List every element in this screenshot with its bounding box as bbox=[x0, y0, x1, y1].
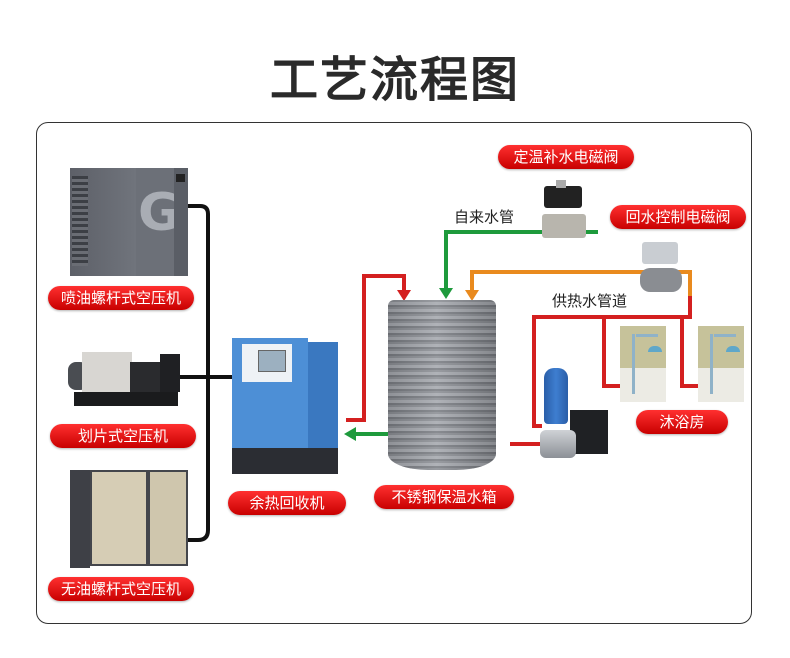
air-pipe bbox=[186, 204, 210, 542]
heat-recovery-label: 余热回收机 bbox=[228, 491, 346, 515]
arrow-down-icon bbox=[397, 290, 411, 301]
oil-free-compressor-label: 无油螺杆式空压机 bbox=[48, 577, 194, 601]
heat-recovery-unit-image bbox=[232, 338, 340, 474]
hot-supply-pipe-label: 供热水管道 bbox=[552, 292, 628, 310]
makeup-valve-label: 定温补水电磁阀 bbox=[498, 145, 634, 169]
return-control-valve-image bbox=[638, 242, 684, 294]
return-valve-label: 回水控制电磁阀 bbox=[610, 205, 746, 229]
hot-pipe bbox=[346, 274, 406, 422]
shower-room-label: 沐浴房 bbox=[636, 410, 728, 434]
page-title: 工艺流程图 bbox=[269, 52, 520, 108]
oil-free-compressor-image bbox=[70, 466, 188, 570]
arrow-down-icon bbox=[439, 288, 453, 299]
arrow-left-icon bbox=[344, 427, 356, 441]
hot-supply-pipe bbox=[602, 317, 624, 388]
oil-screw-compressor-label: 喷油螺杆式空压机 bbox=[48, 286, 194, 310]
return-pipe bbox=[470, 270, 692, 296]
hot-supply-pipe bbox=[680, 317, 704, 388]
shower-image bbox=[620, 326, 666, 402]
tap-water-pipe-label: 自来水管 bbox=[454, 208, 515, 226]
makeup-solenoid-valve-image bbox=[540, 180, 592, 242]
oil-screw-compressor-image: G bbox=[70, 168, 188, 276]
vane-compressor-image bbox=[64, 346, 180, 408]
shower-image bbox=[698, 326, 744, 402]
water-tank-label: 不锈钢保温水箱 bbox=[374, 485, 514, 509]
booster-pump-image bbox=[540, 368, 618, 466]
stainless-water-tank-image bbox=[388, 300, 496, 476]
diagram-frame bbox=[36, 122, 752, 624]
vane-compressor-label: 划片式空压机 bbox=[50, 424, 196, 448]
arrow-down-icon bbox=[465, 290, 479, 301]
hot-supply-pipe bbox=[532, 296, 692, 428]
